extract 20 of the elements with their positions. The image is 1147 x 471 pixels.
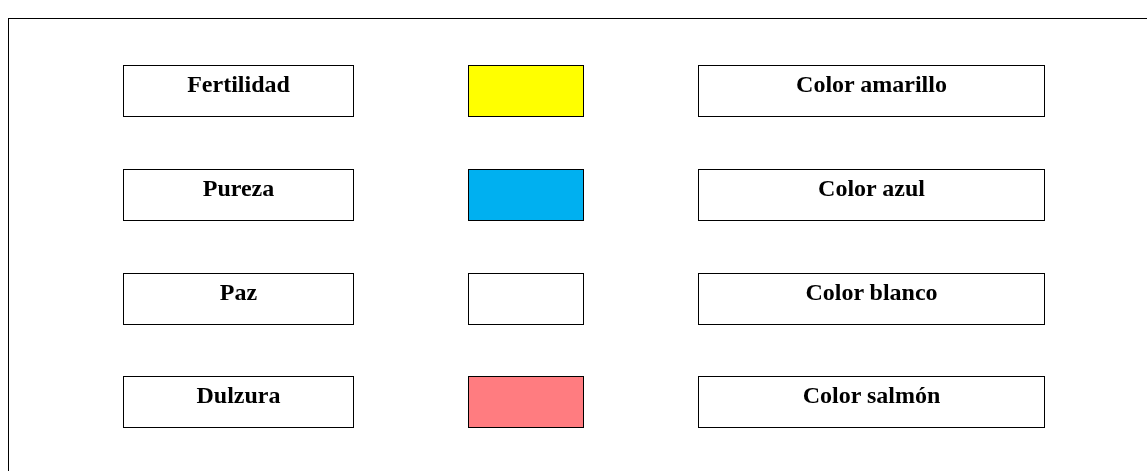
label-box [698, 169, 1045, 221]
label-box [698, 273, 1045, 325]
box-label: Color blanco [804, 278, 939, 305]
box-label: Color azul [817, 174, 926, 201]
label-box [698, 65, 1045, 117]
label-box [123, 273, 354, 325]
label-box [123, 65, 354, 117]
box-label: Paz [218, 278, 259, 305]
color-swatch-box [468, 376, 584, 428]
color-swatch-box [468, 65, 584, 117]
box-label: Dulzura [195, 381, 282, 408]
box-label: Color amarillo [795, 70, 948, 97]
label-box [698, 376, 1045, 428]
box-label: Fertilidad [186, 70, 291, 97]
label-box [123, 169, 354, 221]
label-box [123, 376, 354, 428]
box-label: Color salmón [801, 381, 942, 408]
box-label: Pureza [201, 174, 276, 201]
color-swatch-box [468, 169, 584, 221]
color-swatch-box [468, 273, 584, 325]
